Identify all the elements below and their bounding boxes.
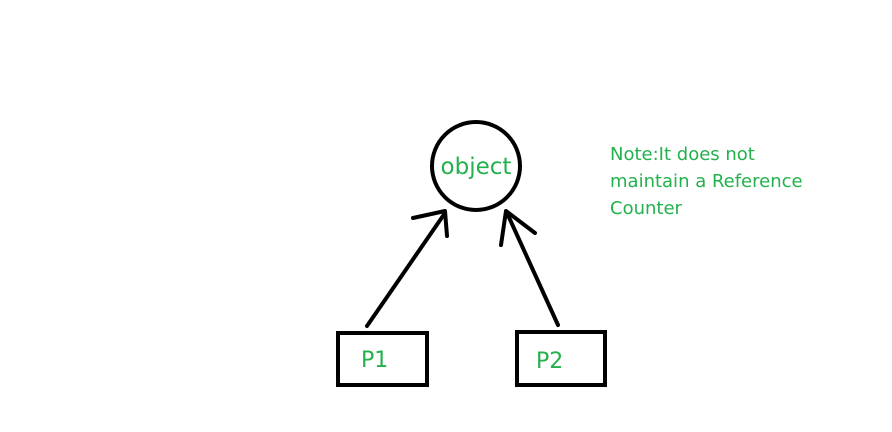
arrow-p2-shaft xyxy=(505,211,560,327)
arrow-p2-to-object xyxy=(499,209,560,327)
p1-label: P1 xyxy=(361,348,388,373)
object-circle xyxy=(430,120,522,212)
p2-label: P2 xyxy=(536,349,563,374)
p1-box xyxy=(336,331,429,387)
object-label: object xyxy=(441,154,512,180)
arrow-p1-to-object xyxy=(365,209,449,328)
p2-box xyxy=(515,330,607,387)
arrow-p1-shaft xyxy=(365,211,447,328)
arrow-p1-head xyxy=(411,209,449,238)
object-node: object xyxy=(430,120,522,212)
p1-node: P1 xyxy=(336,331,429,387)
arrow-p2-head xyxy=(499,209,537,247)
note-text: Note:It does not maintain a Reference Co… xyxy=(610,144,803,219)
p2-node: P2 xyxy=(515,330,607,387)
